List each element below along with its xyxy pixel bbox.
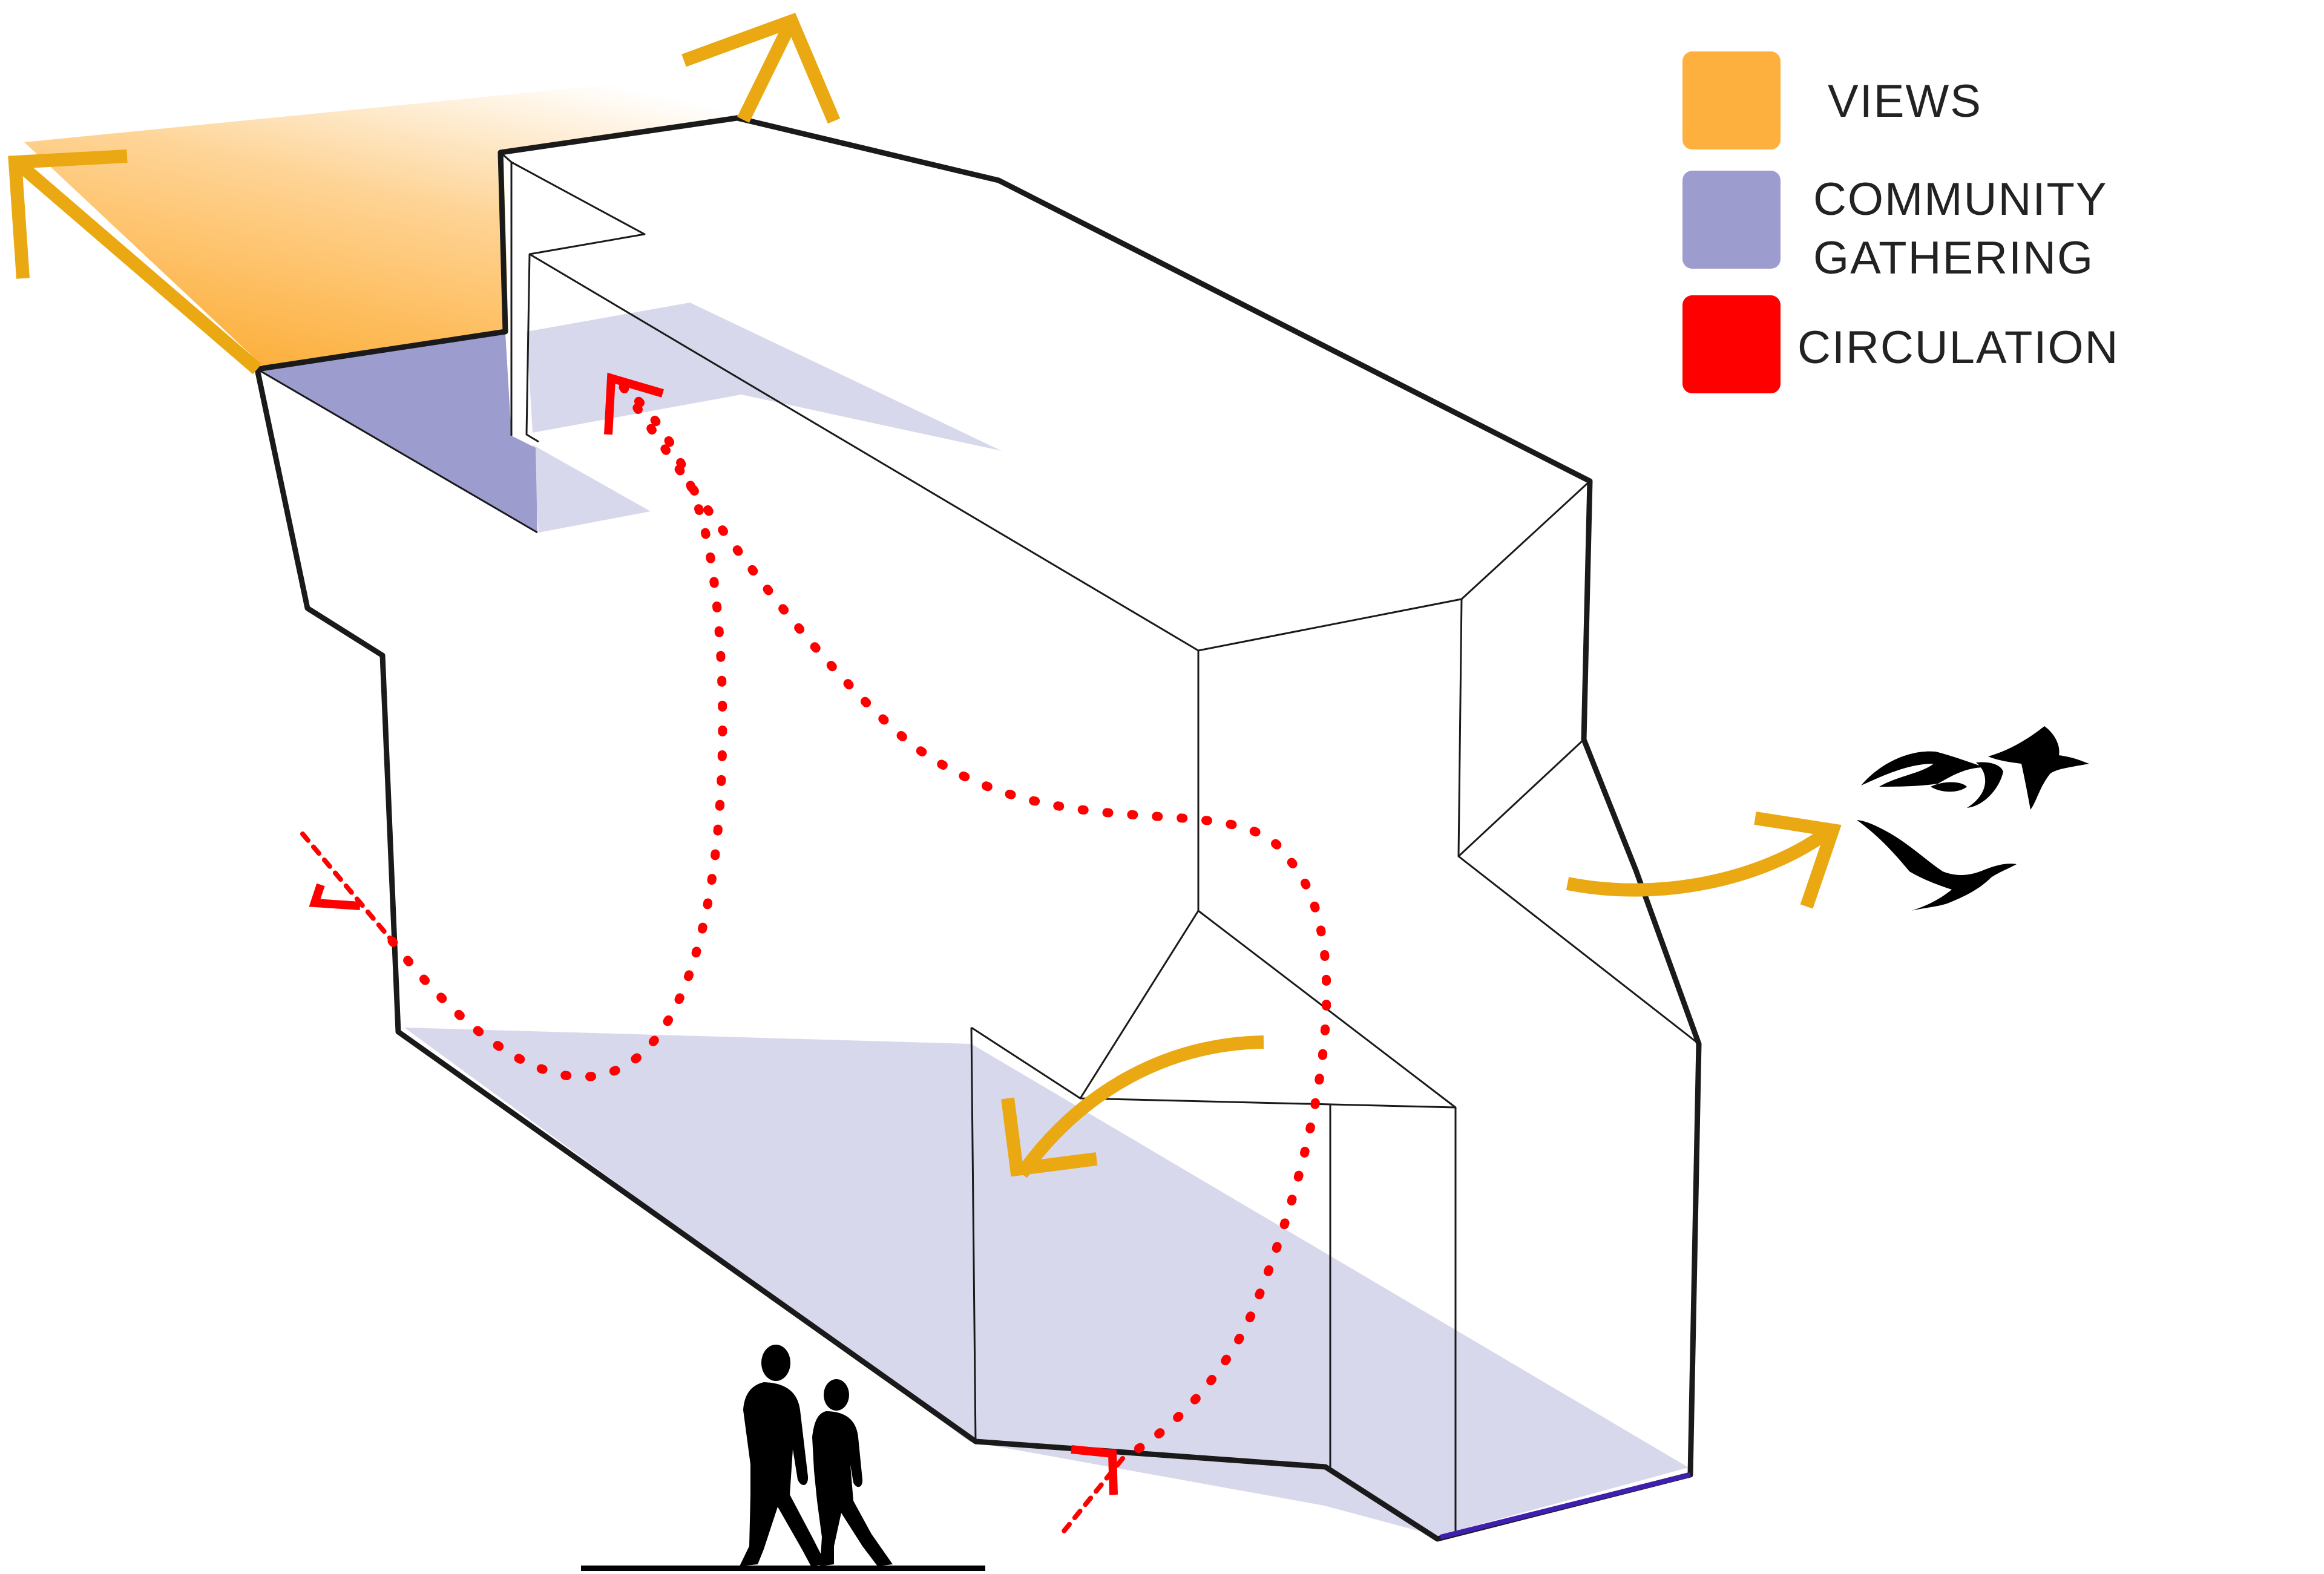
legend-label-views: VIEWS: [1828, 76, 1982, 127]
bird-1: [1861, 751, 1985, 792]
circulation-entry-left-tail: [300, 831, 395, 943]
legend-swatch-circulation: [1682, 295, 1781, 393]
person-back: [812, 1379, 893, 1566]
community-floor-plane-upper-step: [533, 445, 651, 533]
legend-label-gathering: GATHERING: [1813, 232, 2094, 284]
view-arrow-east: [1566, 812, 1842, 909]
legend-label-circulation: CIRCULATION: [1797, 322, 2119, 373]
views-glow-zone: [24, 67, 793, 369]
building-bottom-edge-accent: [1440, 1472, 1691, 1540]
legend-swatch-community-gathering: [1682, 171, 1781, 269]
building-massing: [254, 115, 1702, 1542]
bird-3: [1988, 726, 2089, 810]
circulation-paths: [300, 372, 1331, 1533]
view-arrows: [8, 13, 1842, 1178]
view-arrow-northwest: [8, 149, 262, 375]
community-floor-plane-lower: [404, 1028, 1689, 1536]
community-terrace-plane: [257, 333, 537, 533]
flying-birds-silhouette-icon: [1857, 726, 2089, 911]
legend-swatch-views: [1682, 51, 1781, 149]
community-floor-plane-upper: [527, 303, 1002, 451]
legend-item-circulation: CIRCULATION: [1682, 295, 2119, 393]
circulation-path-left-loop: [387, 382, 727, 1081]
legend: VIEWS COMMUNITY GATHERING CIRCULATION: [1682, 51, 2119, 393]
view-arrow-inward: [1001, 1035, 1264, 1178]
community-gathering-zones: [257, 303, 1689, 1536]
circulation-arrowhead-left: [309, 883, 361, 910]
circulation-arrowhead-top: [604, 372, 664, 435]
legend-item-views: VIEWS: [1682, 51, 1982, 149]
view-arrow-north: [681, 13, 841, 124]
bird-2: [1967, 762, 2003, 808]
ground-line: [581, 1566, 985, 1571]
bird-4: [1857, 820, 2017, 911]
circulation-arrowhead-bottom: [1071, 1445, 1118, 1495]
walking-people-silhouette-icon: [581, 1345, 985, 1571]
legend-item-community-gathering: COMMUNITY GATHERING: [1682, 171, 2108, 284]
legend-label-community: COMMUNITY: [1813, 174, 2108, 225]
person-front: [740, 1345, 826, 1566]
